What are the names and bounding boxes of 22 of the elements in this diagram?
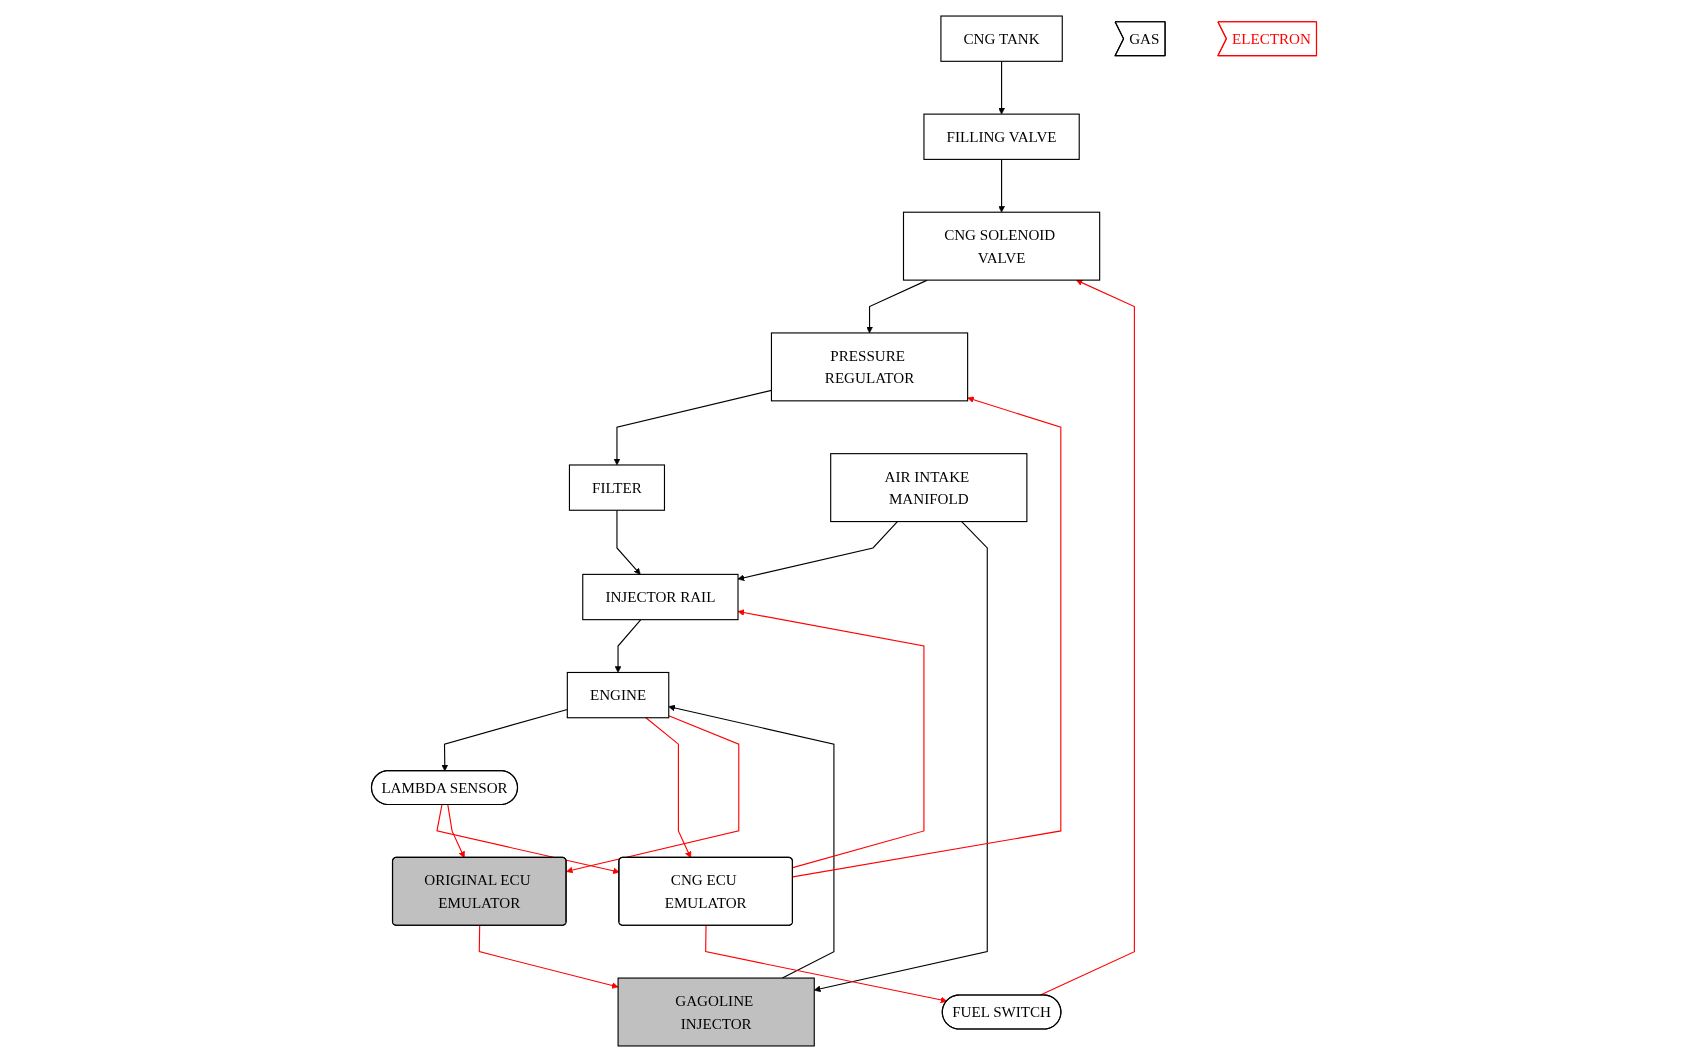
arrow: [566, 715, 740, 874]
arrow: [866, 279, 928, 334]
arrow: [792, 396, 1062, 878]
arrow: [998, 158, 1005, 213]
node-box: ENGINE: [566, 671, 670, 719]
node-box: FILLING VALVE: [923, 113, 1080, 160]
arrow: [668, 704, 835, 979]
arrow: [478, 925, 619, 989]
arrow: [441, 708, 568, 772]
arrow: [998, 60, 1005, 115]
node-box: CNG SOLENOID VALVE: [902, 211, 1101, 281]
node-box: FILTER: [568, 464, 666, 511]
arrow: [645, 717, 692, 858]
node-box: CNG TANK: [940, 15, 1063, 62]
arrow: [614, 619, 642, 673]
node-box: INJECTOR RAIL: [582, 573, 739, 621]
arrow: [616, 509, 641, 575]
node-box: PRESSURE REGULATOR: [770, 332, 969, 402]
arrow: [447, 804, 465, 858]
node-box: GAGOLINE INJECTOR: [617, 977, 815, 1047]
arrow: [705, 925, 948, 1004]
node-box: AIR INTAKE MANIFOLD: [830, 453, 1028, 523]
